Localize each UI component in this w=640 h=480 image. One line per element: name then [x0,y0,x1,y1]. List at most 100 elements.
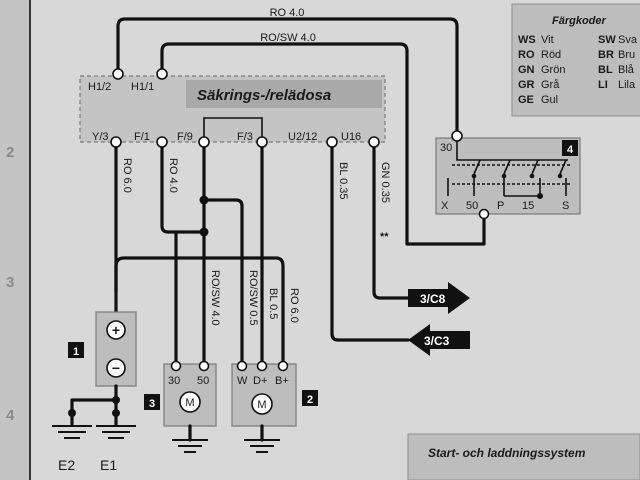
arrow-3-c3 [408,324,470,356]
caption-box: Start- och laddningssystem [407,433,640,480]
legend-color-name: Blå [618,64,635,76]
starter-pin [170,360,182,372]
switch-terminal: 15 [522,200,534,212]
fusebox-pin: H1/2 [88,81,111,93]
wire-gn-035 [372,140,410,300]
switch-terminal: S [562,200,569,212]
ground-junction [112,396,120,404]
starter-number-box [144,394,160,410]
fusebox-title: Säkrings-/relädosa [197,87,331,104]
alternator-terminal: W [237,375,248,387]
pin-u2-12 [326,136,338,148]
legend-color-name: Grå [541,79,560,91]
switch-contact-dot [471,173,477,179]
legend-code: GN [518,64,535,76]
ground-symbol [52,425,92,439]
alternator: W D+ B+ M 2 [231,360,318,453]
fuse-relay-box: Säkrings-/relädosa H1/2 H1/1 Y/3 F/1 F/9… [79,75,386,143]
ignition-switch: 4 30 X 50 P 15 S [435,130,581,220]
legend-title: Färgkoder [552,15,607,27]
battery-number-box [68,342,84,358]
alternator-terminal: B+ [275,375,289,387]
fusebox-pin: Y/3 [92,131,109,143]
wire-label-vertical: RO/SW 4.0 [209,270,221,326]
ground-label: E1 [100,457,117,473]
pin-h1-2 [112,68,124,80]
connection-points [110,68,380,237]
junction-dot [199,195,209,205]
wire-label-vertical: BL 0.5 [267,288,279,319]
row-number: 4 [6,407,15,424]
diagram-caption: Start- och laddningssystem [428,446,586,460]
alternator-terminal: D+ [253,375,267,387]
color-legend: Färgkoder WS Vit RO Röd GN Grön GR Grå G… [511,3,640,117]
legend-color-name: Röd [541,49,561,61]
switch-terminal: P [497,200,504,212]
switch-number: 4 [567,144,574,156]
ground-connections: E2 E1 [52,384,136,473]
battery-minus: − [112,360,120,376]
switch-terminal: 30 [440,142,452,154]
alternator-motor-symbol [251,393,273,415]
arrow-3-c8 [408,282,470,314]
switch-number-box [562,140,578,156]
switch-pin-p [478,208,490,220]
wire-label-vertical: RO 4.0 [167,158,179,193]
legend-color-name: Bru [618,49,635,61]
starter-motor-symbol [179,391,201,413]
fusebox-pin: F/1 [134,131,150,143]
alternator-pin [256,360,268,372]
switch-contacts [473,159,567,175]
junction-dot [199,227,209,237]
alternator-number: 2 [307,394,313,406]
alternator-motor-label: M [257,399,266,411]
margin-strip [0,0,30,480]
legend-code: BL [598,64,613,76]
switch-terminal-leads [447,178,567,197]
alternator-pin [236,360,248,372]
wire-label-top: RO 4.0 [270,7,305,19]
legend-code: LI [598,79,608,91]
starter-pin [198,360,210,372]
row-number: 2 [6,144,14,161]
fusebox-title-bar [186,80,382,108]
battery: + − 1 [68,311,137,387]
fusebox-pin: U16 [341,131,361,143]
fusebox-pin: F/3 [237,131,253,143]
battery-plus-terminal [106,320,126,340]
caption-background [407,433,640,480]
wires [114,17,486,374]
battery-plus: + [112,322,120,338]
arrow-label: 3/C3 [424,334,450,348]
pin-f-3 [256,136,268,148]
switch-junction [537,193,543,199]
wire-label-vertical: RO 6.0 [121,158,133,193]
wire-ro-sw-05 [202,198,244,374]
ground-symbol [96,425,136,439]
starter-motor: 30 50 M 3 [144,360,217,453]
alternator-number-box [302,390,318,406]
legend-box [511,3,640,117]
fusebox-pin: H1/1 [131,81,154,93]
pin-f-9 [198,136,210,148]
pin-u16 [368,136,380,148]
pin-y-3 [110,136,122,148]
legend-color-name: Gul [541,94,558,106]
wire-label-vertical: RO 6.0 [288,288,300,323]
legend-color-name: Vit [541,34,554,46]
row-number: 3 [6,274,14,291]
double-star-note: ** [380,231,389,243]
legend-code: GR [518,79,535,91]
fusebox-pin: U2/12 [288,131,317,143]
ground-junction [112,409,120,417]
switch-contact-dot [557,173,563,179]
legend-code: WS [518,34,536,46]
ground-junction [68,409,76,417]
switch-contact-dot [501,173,507,179]
pin-f-1 [156,136,168,148]
ground-wires [70,384,118,426]
legend-code: BR [598,49,614,61]
legend-code: RO [518,49,535,61]
